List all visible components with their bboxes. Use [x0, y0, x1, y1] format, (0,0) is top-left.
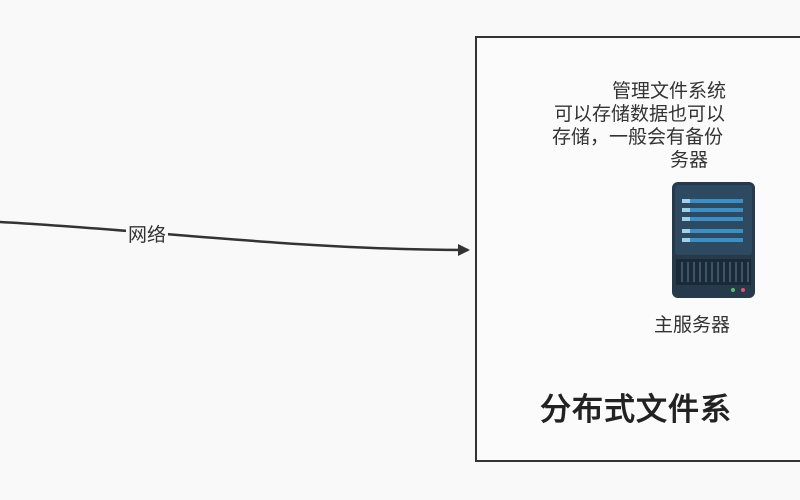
server-label: 主服务器	[654, 314, 731, 336]
container-title: 分布式文件系	[540, 392, 732, 428]
desc-line-3: 存储，一般会有备份	[552, 126, 724, 148]
network-arrow[interactable]	[0, 220, 470, 256]
master-description: 管理文件系统可以存储数据也可以存储，一般会有备份务器	[548, 80, 800, 172]
desc-line-4: 务器	[670, 149, 709, 171]
server-rack-icon[interactable]	[672, 182, 755, 298]
desc-line-1: 管理文件系统	[612, 80, 727, 102]
desc-line-2: 可以存储数据也可以	[554, 103, 726, 125]
network-edge-label[interactable]: 网络	[126, 224, 169, 246]
